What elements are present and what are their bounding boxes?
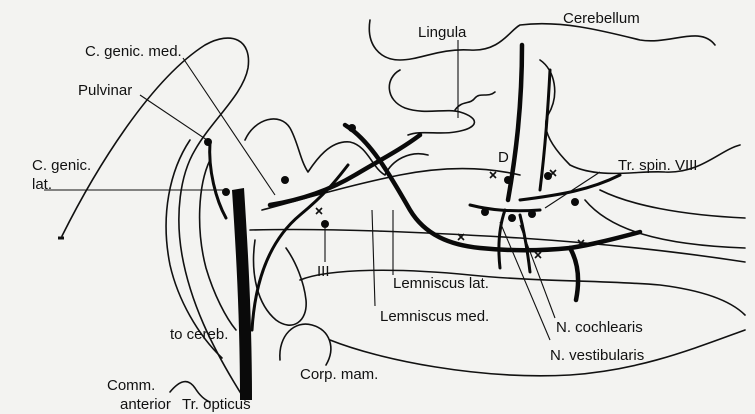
to-cereb-label: to cereb. (170, 327, 228, 342)
lingula-folds (455, 92, 495, 110)
c-genic-med-label: C. genic. med. (85, 44, 182, 59)
tr-spin-viii-tract (520, 175, 620, 200)
c-genic-lat-label-1: C. genic. (32, 158, 91, 173)
cell-tr-spin (571, 198, 579, 206)
tract-to-cerebellum (252, 165, 348, 330)
cell-vestibular-2 (508, 214, 516, 222)
n-cochlearis-label: N. cochlearis (556, 320, 643, 335)
lingula-outline (389, 70, 474, 135)
comm-label-2: anterior (120, 397, 171, 412)
x-marks (316, 170, 584, 258)
cochlear-root (520, 215, 530, 272)
tr-opticus-label: Tr. opticus (182, 397, 251, 412)
cell-iii (321, 220, 329, 228)
vestibular-root (499, 210, 505, 268)
tr-spin-viii-label: Tr. spin. VIII (618, 158, 697, 173)
inner-loop-outline (254, 240, 307, 325)
lateral-lemniscus-lower (570, 248, 578, 300)
comm-label-1: Comm. (107, 378, 155, 393)
cerebellar-tract-2 (540, 70, 550, 190)
brainstem-base-outline (330, 330, 745, 376)
pulvinar-label: Pulvinar (78, 83, 132, 98)
corp-mam-label: Corp. mam. (300, 367, 378, 382)
pulvinar-outline (200, 160, 236, 330)
fourth-ventricle-outline (600, 190, 745, 218)
cell-c-genic-lat (222, 188, 230, 196)
cerebellum-label: Cerebellum (563, 11, 640, 26)
lemniscus-lat-label: Lemniscus lat. (393, 276, 489, 291)
lingula-label: Lingula (418, 25, 466, 40)
cell-c-genic-med (281, 176, 289, 184)
cell-cochlear (528, 210, 536, 218)
cell-vestibular-1 (481, 208, 489, 216)
d-label: D (498, 150, 509, 165)
corp-mam-outline (280, 324, 331, 365)
optic-tract (232, 188, 252, 400)
pons-lower-outline (300, 270, 745, 315)
cell-d (504, 176, 512, 184)
lemniscus-med-label: Lemniscus med. (380, 309, 489, 324)
nuclear-fibers (470, 205, 540, 211)
pulvinar-fiber (210, 142, 226, 218)
cell-tectum (348, 124, 356, 132)
n-vestibularis-label: N. vestibularis (550, 348, 644, 363)
c-genic-lat-label-2: lat. (32, 177, 52, 192)
iii-label: III (317, 264, 330, 279)
